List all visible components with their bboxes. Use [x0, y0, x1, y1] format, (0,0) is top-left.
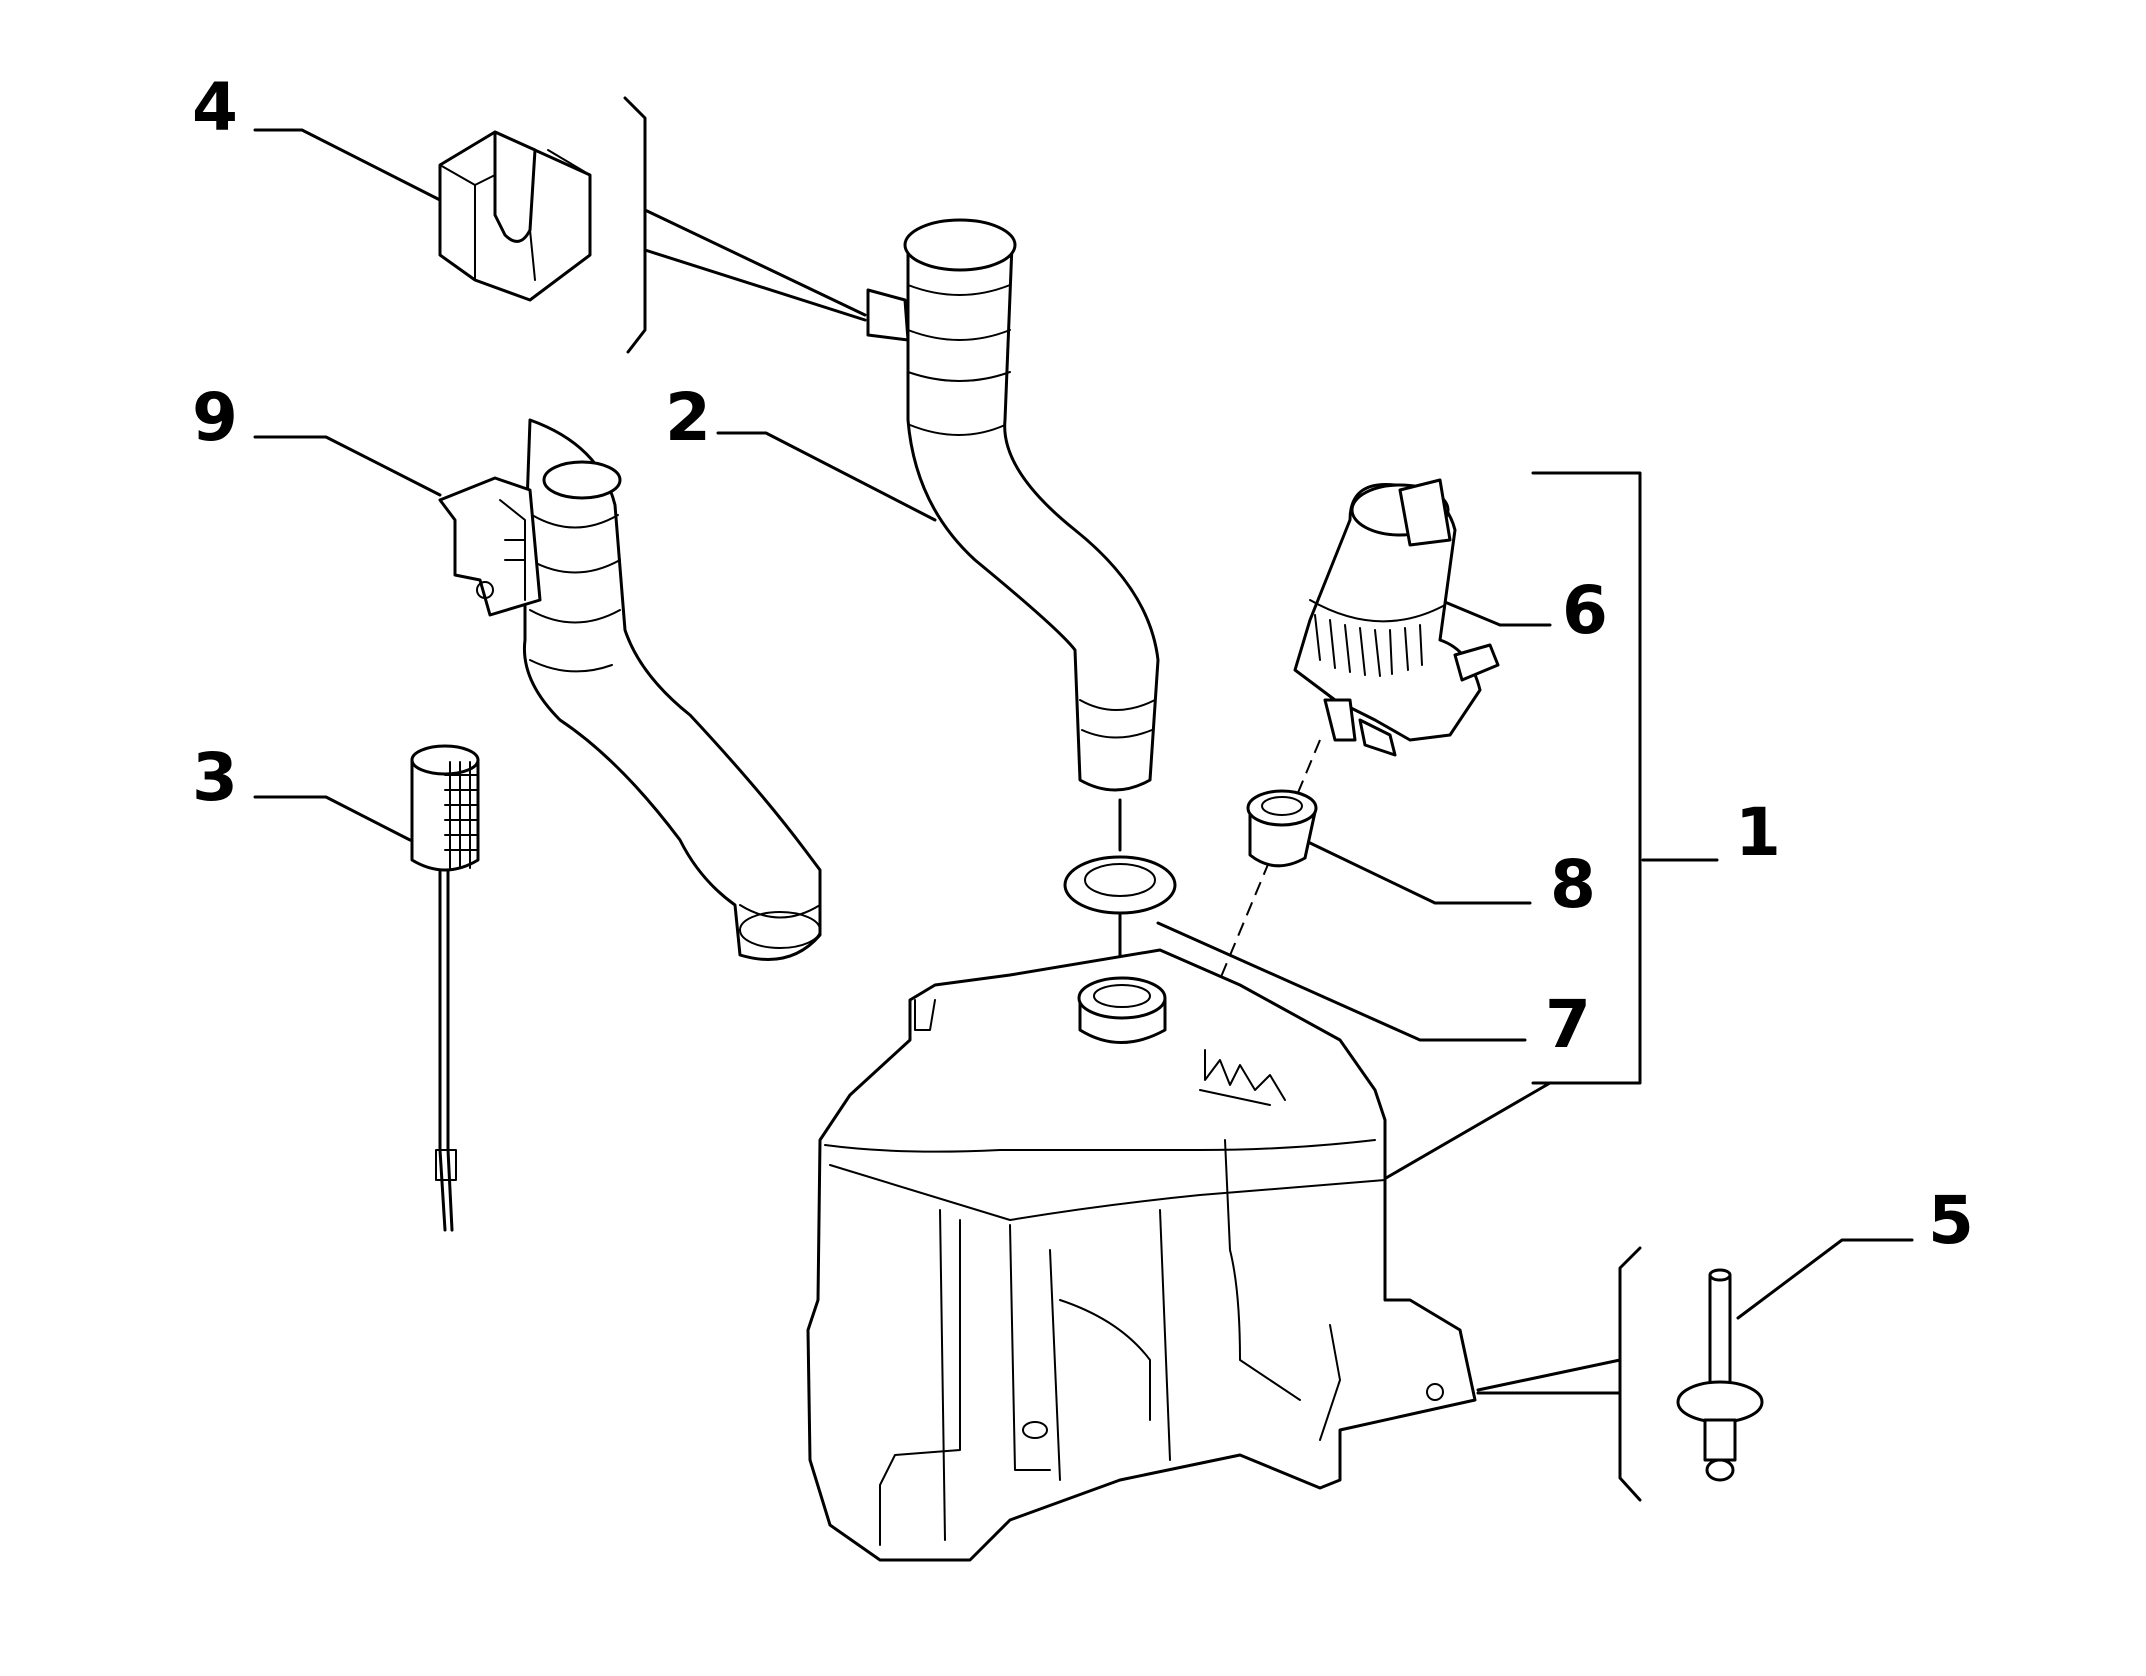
washer-pump-part-6[interactable]: [1039, 478, 1500, 1411]
callout-4[interactable]: 4: [192, 69, 238, 146]
leader-lines: [253, 128, 1914, 1395]
leader-5: [1736, 1238, 1914, 1320]
washer-reservoir-part-1[interactable]: [806, 948, 1477, 1562]
leader-5-to-tank-a: [1476, 1358, 1622, 1392]
hose-part-2[interactable]: [866, 218, 1160, 792]
grommet-part-7[interactable]: [1063, 798, 1177, 977]
callout-8[interactable]: 8: [1550, 846, 1596, 923]
pump-grommet-part-8[interactable]: [1246, 789, 1318, 868]
leader-4-to-hose-b: [643, 248, 867, 322]
callout-6[interactable]: 6: [1562, 572, 1608, 649]
callout-7[interactable]: 7: [1545, 986, 1591, 1063]
callout-1[interactable]: 1: [1735, 794, 1781, 871]
leader-4-to-hose-a: [643, 208, 867, 317]
callout-2[interactable]: 2: [665, 379, 711, 456]
leader-4: [253, 128, 442, 202]
leader-2: [716, 431, 937, 522]
callout-5[interactable]: 5: [1928, 1182, 1974, 1259]
leader-9: [253, 435, 442, 497]
bracket-4: [623, 96, 647, 354]
hose-clip-part-4[interactable]: [438, 130, 592, 302]
leader-1-tank: [1384, 1081, 1552, 1180]
leader-7: [1156, 921, 1527, 1042]
rivet-part-5[interactable]: [1676, 1268, 1764, 1482]
level-sensor-part-3[interactable]: [410, 744, 480, 1232]
leader-8: [1306, 840, 1532, 905]
callout-3[interactable]: 3: [192, 739, 238, 816]
leader-6: [1438, 598, 1552, 627]
bracket-1: [1531, 471, 1642, 1085]
brackets: [623, 96, 1642, 1502]
callout-9[interactable]: 9: [192, 379, 238, 456]
leader-3: [253, 795, 412, 842]
bracket-5: [1618, 1246, 1642, 1502]
filler-neck-part-9[interactable]: [438, 418, 822, 961]
